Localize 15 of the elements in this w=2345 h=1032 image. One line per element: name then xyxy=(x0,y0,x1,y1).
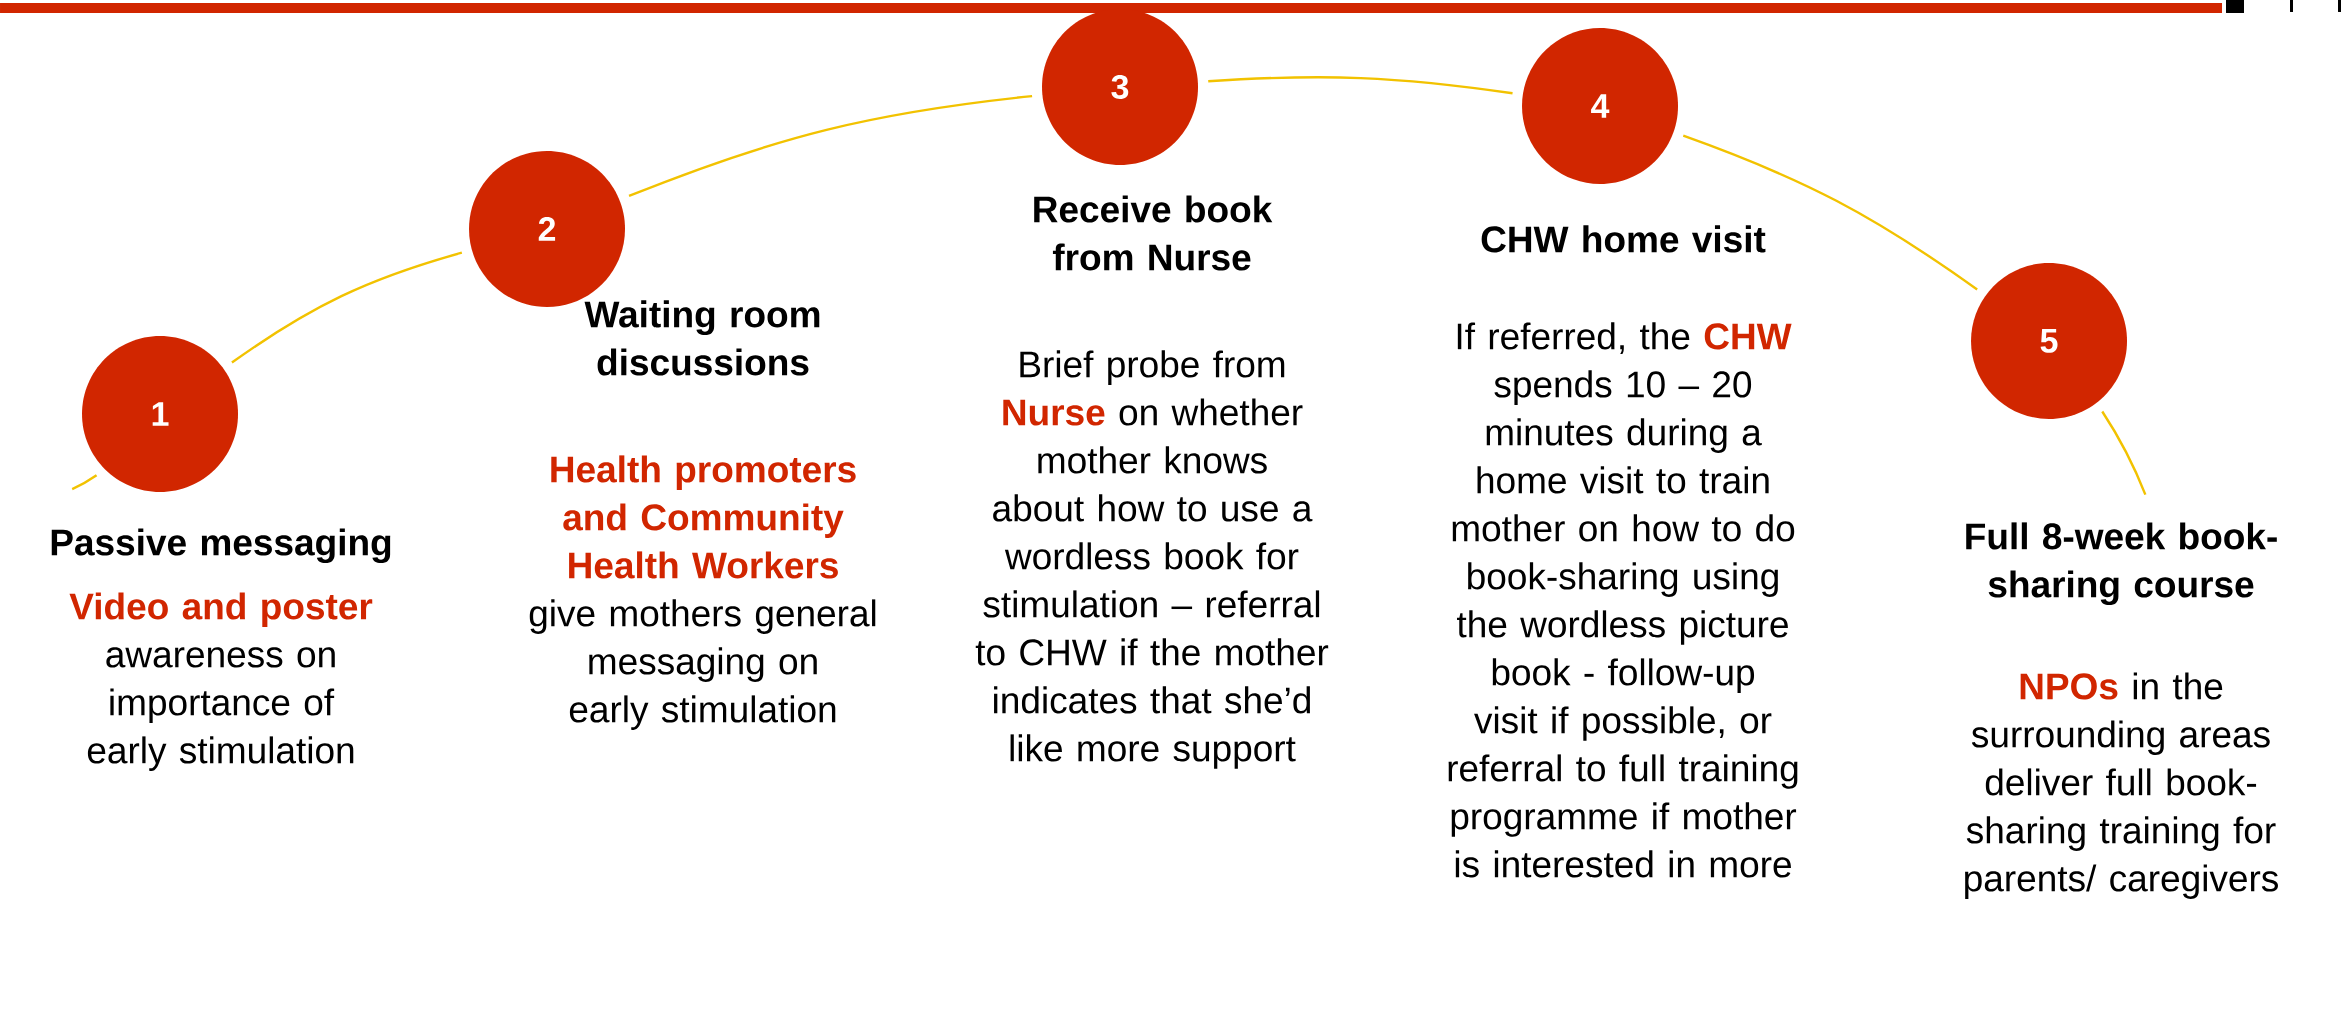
step-heading: Passive messaging xyxy=(51,528,391,564)
connector-arc xyxy=(71,474,98,491)
connector-arc xyxy=(628,94,1033,198)
step-heading: Full 8-week book-sharing course xyxy=(1966,522,2277,606)
connector-arc xyxy=(2101,410,2147,496)
step-description: Video and poster awareness on importance of early stimulation xyxy=(69,592,373,771)
step-description: Brief probe from Nurse on whether mother knows about how to use a wordless book for stimulation – referral to CHW if the mother indicates that she’d like more support xyxy=(975,350,1329,769)
step-heading: CHW home visit xyxy=(1481,225,1766,253)
step-description: If referred, the CHW spends 10 – 20 minutes during a home visit to train mother on how to do book-sharing using the wordless picture book - follow-up visit if possible, or referral to full training programme if mother is interested in more xyxy=(1448,322,1798,878)
step-heading: Receive book from Nurse xyxy=(1034,195,1273,271)
step-description: Health promoters and Community Health Workers give mothers general messaging on early stimulation xyxy=(529,455,876,730)
connector-arc xyxy=(1208,76,1513,95)
connector-arc xyxy=(1682,134,1978,291)
connector-arc xyxy=(231,251,463,364)
step-description: NPOs in the surrounding areas deliver full book-sharing training for parents/ caregivers xyxy=(1965,672,2278,899)
